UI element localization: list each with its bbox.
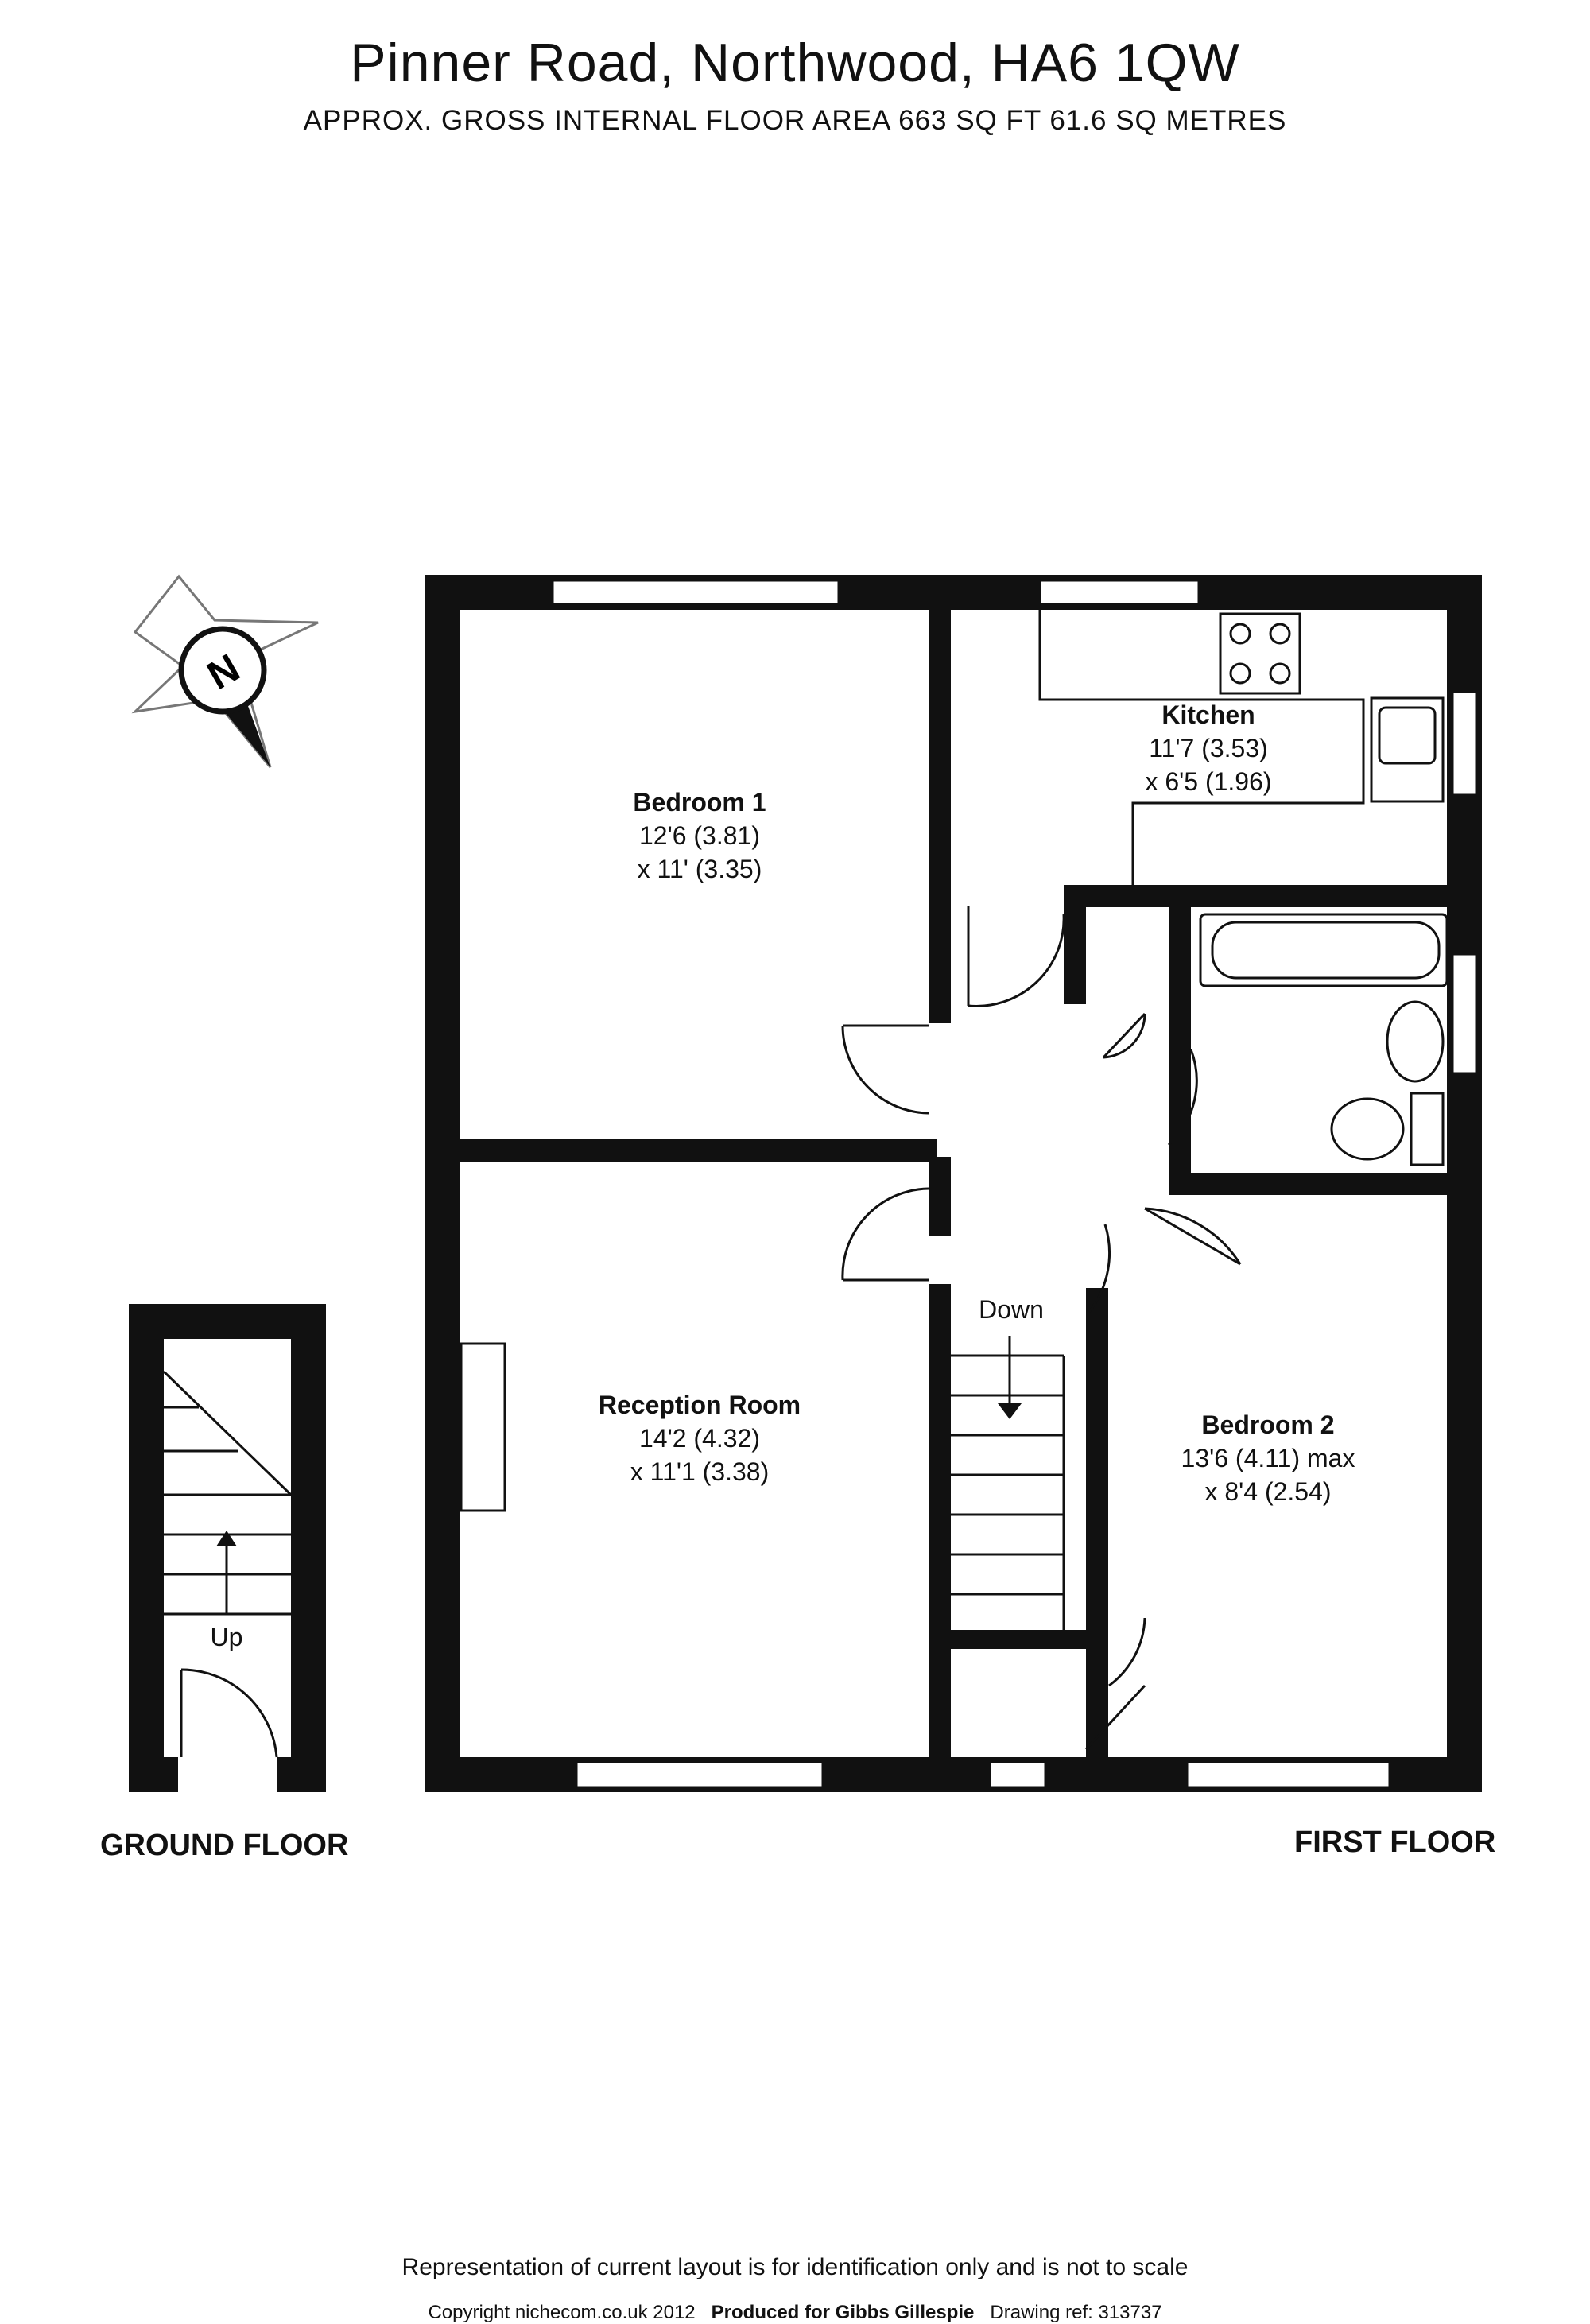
compass-icon: N xyxy=(131,574,319,768)
bedroom2-dim1: 13'6 (4.11) max xyxy=(1181,1444,1355,1472)
bedroom2-dim2: x 8'4 (2.54) xyxy=(1204,1477,1331,1506)
page-title: Pinner Road, Northwood, HA6 1QW xyxy=(350,33,1240,93)
footer-credits: Copyright nichecom.co.uk 2012 Produced f… xyxy=(0,2302,1590,2324)
kitchen-dim2: x 6'5 (1.96) xyxy=(1145,767,1271,796)
reception-dim1: 14'2 (4.32) xyxy=(639,1424,760,1453)
first-floor-walls xyxy=(425,575,1482,1792)
stairs-down-label: Down xyxy=(979,1295,1044,1324)
fireplace xyxy=(460,1342,506,1512)
up-arrow-icon xyxy=(216,1531,237,1546)
first-floor-stairs xyxy=(951,1336,1065,1630)
stairs-up-label: Up xyxy=(211,1623,243,1651)
ground-floor-stairs xyxy=(162,1370,293,1758)
doors xyxy=(841,906,1242,1751)
bedroom1-dim1: 12'6 (3.81) xyxy=(639,821,760,850)
bedroom1-dim2: x 11' (3.35) xyxy=(638,855,762,883)
bedroom1-name: Bedroom 1 xyxy=(633,788,766,817)
kitchen-dim1: 11'7 (3.53) xyxy=(1149,734,1268,762)
ground-floor-walls xyxy=(129,1304,326,1792)
drawing-ref-text: Drawing ref: 313737 xyxy=(990,2302,1162,2323)
produced-for-text: Produced for Gibbs Gillespie xyxy=(711,2302,975,2323)
kitchen-fittings xyxy=(1038,610,1445,885)
page-subtitle: APPROX. GROSS INTERNAL FLOOR AREA 663 SQ… xyxy=(303,105,1287,136)
first-floor-label: FIRST FLOOR xyxy=(1294,1825,1496,1859)
header: Pinner Road, Northwood, HA6 1QW APPROX. … xyxy=(0,32,1590,137)
kitchen-name: Kitchen xyxy=(1161,700,1255,729)
down-arrow-icon xyxy=(998,1403,1022,1419)
copyright-text: Copyright nichecom.co.uk 2012 xyxy=(428,2302,696,2323)
windows xyxy=(551,579,1478,1789)
ground-floor-label: GROUND FLOOR xyxy=(100,1829,349,1862)
bathroom-fittings xyxy=(1199,913,1448,1166)
reception-name: Reception Room xyxy=(599,1391,801,1419)
reception-dim2: x 11'1 (3.38) xyxy=(630,1457,770,1486)
bedroom2-name: Bedroom 2 xyxy=(1201,1410,1334,1439)
disclaimer: Representation of current layout is for … xyxy=(401,2254,1189,2280)
